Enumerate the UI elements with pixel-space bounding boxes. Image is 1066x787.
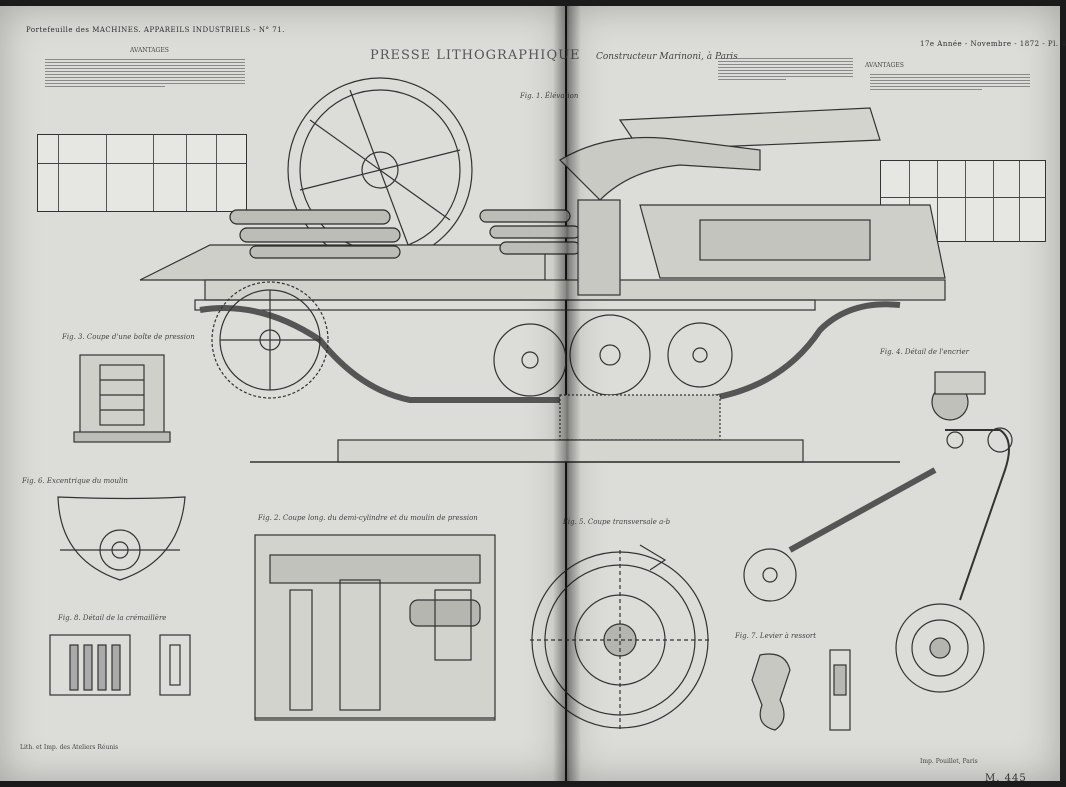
footer-left: Lith. et Imp. des Ateliers Réunis <box>20 744 119 751</box>
avantages-left-label: AVANTAGES <box>130 47 169 54</box>
fig3-drawing <box>73 354 171 443</box>
gear-center-left <box>493 323 567 397</box>
footer-right: Imp. Pouillet, Paris <box>920 758 978 765</box>
frame-rail <box>204 279 946 301</box>
connecting-rod <box>788 467 937 553</box>
fig3-caption: Fig. 3. Coupe d'une boîte de pression <box>62 333 195 341</box>
header-right: 17e Année - Novembre - 1872 - Pl. 43-44 <box>920 40 1066 48</box>
avantages-right-label: AVANTAGES <box>865 62 904 69</box>
fig5-drawing <box>530 544 710 730</box>
fig5-caption: Fig. 5. Coupe transversale a-b <box>563 518 671 526</box>
fig8-caption: Fig. 8. Détail de la crémaillère <box>58 614 167 622</box>
fig8-drawing <box>49 634 191 696</box>
central-column <box>577 199 621 296</box>
ink-rollers <box>229 209 581 259</box>
avantages-right-text <box>870 72 1030 92</box>
maker: Constructeur Marinoni, à Paris <box>596 52 738 62</box>
title-text: PRESSE LITHOGRAPHIQUE <box>370 48 581 63</box>
fig7-drawing <box>751 649 851 731</box>
gear-right <box>667 322 733 388</box>
fig2-caption: Fig. 2. Coupe long. du demi-cylindre et … <box>258 514 478 522</box>
frame-lower-rail <box>194 299 816 311</box>
press-base <box>337 439 804 463</box>
gear-center <box>569 314 651 396</box>
fig6-caption: Fig. 6. Excentrique du moulin <box>22 477 128 485</box>
avantages-left-text <box>45 57 245 89</box>
fig7-caption: Fig. 7. Levier à ressort <box>735 632 817 640</box>
page-title: PRESSE LITHOGRAPHIQUE <box>370 48 581 63</box>
sheet-number: M. 445 <box>985 773 1027 784</box>
notes-right-text <box>718 56 853 82</box>
stone-bed <box>699 219 871 261</box>
dimension-table-left <box>37 134 247 212</box>
fig1-caption: Fig. 1. Élévation <box>520 92 579 100</box>
fig6-drawing <box>57 496 186 581</box>
side-frame <box>199 301 901 403</box>
header-left: Portefeuille des MACHINES. APPAREILS IND… <box>26 26 285 34</box>
top-arch <box>559 136 761 201</box>
drive-gear <box>211 281 329 399</box>
fig4-caption: Fig. 4. Détail de l'encrier <box>880 348 970 356</box>
fig4-drawing <box>743 371 1013 693</box>
fig2-drawing <box>254 534 496 721</box>
rack <box>559 394 721 441</box>
